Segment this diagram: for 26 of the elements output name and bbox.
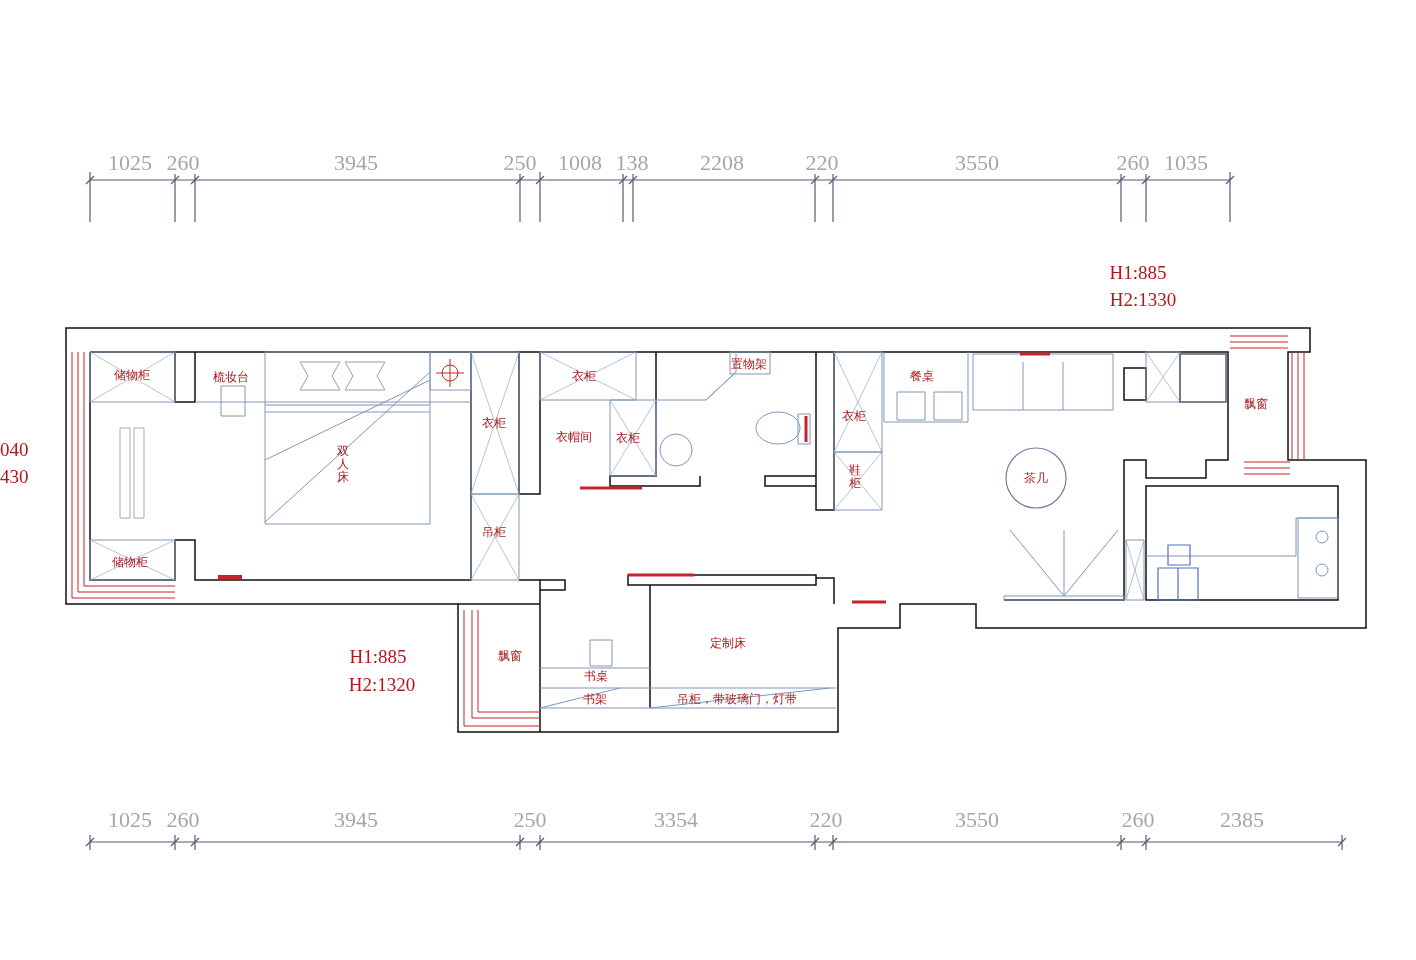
room-label: 衣柜 xyxy=(616,432,640,444)
height-note: H1:885 xyxy=(349,646,407,666)
height-note: 040 xyxy=(0,439,29,459)
height-note: 430 xyxy=(0,466,29,486)
room-label: 储物柜 xyxy=(114,369,150,381)
room-label: 储物柜 xyxy=(112,556,148,568)
height-note: H1:885 xyxy=(1109,262,1167,282)
height-note: H2:1330 xyxy=(1109,289,1177,309)
room-label: 飘窗 xyxy=(1244,398,1268,410)
room-label: 飘窗 xyxy=(498,650,522,662)
room-label: 衣柜 xyxy=(842,410,866,422)
room-label: 吊柜 xyxy=(482,526,506,538)
room-label: 衣柜 xyxy=(482,417,506,429)
room-label: 餐桌 xyxy=(910,370,934,382)
room-label: 置物架 xyxy=(731,358,767,370)
height-note: H2:1320 xyxy=(348,674,416,694)
room-label: 鞋柜 xyxy=(849,463,861,491)
room-label: 书桌 xyxy=(584,670,608,682)
room-label: 衣帽间 xyxy=(556,431,592,443)
room-label: 茶几 xyxy=(1024,472,1048,484)
room-label: 双人床 xyxy=(337,445,349,485)
room-label: 衣柜 xyxy=(572,370,596,382)
room-label: 梳妆台 xyxy=(213,371,249,383)
room-label: 吊柜，带玻璃门，灯带 xyxy=(677,693,797,705)
room-label: 书架 xyxy=(583,693,607,705)
room-label: 定制床 xyxy=(710,637,746,649)
